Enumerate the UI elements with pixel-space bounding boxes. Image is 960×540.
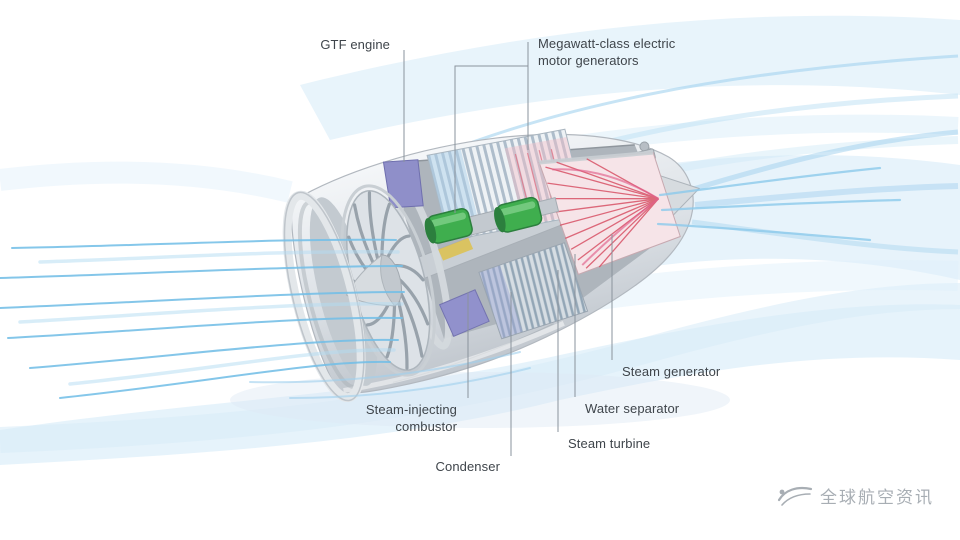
- motor-generator-front: [424, 208, 473, 244]
- leader-lines: [403, 42, 613, 456]
- swoosh-icon: [777, 486, 813, 506]
- callout-steam-generator: Steam generator: [622, 364, 721, 379]
- callout-condenser: Condenser: [435, 459, 500, 474]
- condenser-lower-block: [478, 242, 589, 340]
- callout-steam-turbine: Steam turbine: [568, 436, 651, 451]
- watermark: 全球航空资讯: [777, 483, 934, 508]
- gtf-engine-body: [282, 128, 701, 403]
- inlet-lip: [282, 190, 366, 403]
- watermark-text: 全球航空资讯: [820, 488, 934, 507]
- frame-violet-lower: [438, 289, 490, 337]
- fan: [345, 190, 431, 371]
- steam-generator-block: [538, 150, 681, 275]
- motor-generator-rear: [494, 196, 543, 233]
- callout-motor-generators: Megawatt-class electric motor generators: [538, 36, 676, 68]
- combustor-accent: [438, 237, 474, 261]
- callout-steam-injecting-combustor: Steam-injecting combustor: [365, 402, 457, 434]
- callout-water-separator: Water separator: [585, 401, 680, 416]
- intake-streamlines: [0, 166, 902, 399]
- callout-gtf-engine: GTF engine: [320, 37, 390, 52]
- leader-motor-generators-b: [454, 65, 528, 213]
